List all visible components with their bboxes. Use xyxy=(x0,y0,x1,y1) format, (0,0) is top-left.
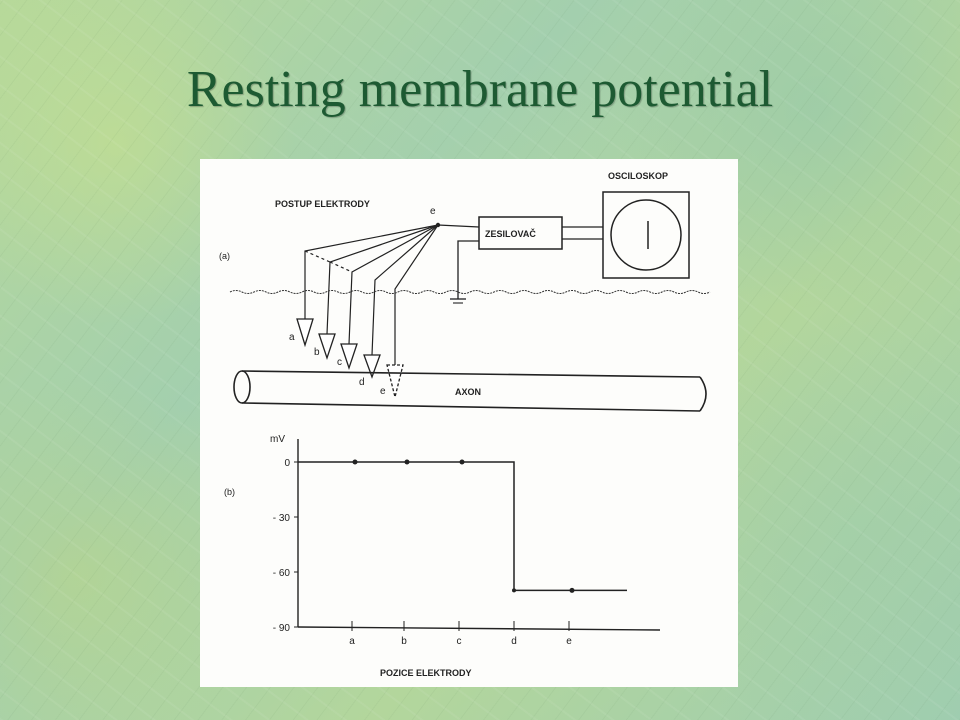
potential-chart: mV POZICE ELEKTRODY 0 - 30 - 60 - 90 a b c d e xyxy=(270,434,661,678)
label-panel-b: (b) xyxy=(224,487,235,497)
oscilloscope-screen xyxy=(610,199,682,271)
electrode-link-ab xyxy=(304,250,331,263)
label-panel-a: (a) xyxy=(219,251,230,261)
series-line xyxy=(298,461,627,592)
oscilloscope-box xyxy=(602,191,690,279)
axon-top-edge xyxy=(241,370,701,378)
y-axis-title: mV xyxy=(270,434,285,445)
label-amplifier: ZESILOVAČ xyxy=(485,228,536,239)
x-tick-label-b: b xyxy=(401,636,407,647)
data-point-a xyxy=(352,459,358,465)
amplifier-box xyxy=(478,216,563,250)
y-tick-label-1: - 30 xyxy=(273,513,291,524)
label-oscilloscope: OSCILOSKOP xyxy=(608,171,668,181)
data-point-e xyxy=(569,587,575,593)
electrode-paths xyxy=(304,224,439,365)
ground-wire xyxy=(457,240,479,299)
x-axis xyxy=(297,626,661,631)
electrode-label-b: b xyxy=(314,347,320,358)
electrode-tip-e xyxy=(386,364,404,398)
electrode-link-bc xyxy=(329,261,353,273)
x-axis-title: POZICE ELEKTRODY xyxy=(380,668,472,678)
wire-electrode-amp xyxy=(437,224,480,228)
axon-bottom-edge xyxy=(241,402,701,412)
x-tick-label-e: e xyxy=(566,636,572,647)
electrode-tip-d xyxy=(363,354,381,379)
axon-end-left xyxy=(233,370,251,404)
figure-svg: POSTUP ELEKTRODY (a) e OSCILOSKOP ZESILO… xyxy=(219,171,711,678)
x-tick-label-a: a xyxy=(349,636,355,647)
data-point-d xyxy=(512,588,516,593)
electrode-tip-c xyxy=(340,343,358,371)
y-tick-label-3: - 90 xyxy=(273,623,291,634)
electrode-label-d: d xyxy=(359,377,365,388)
electrode-path-b xyxy=(326,224,439,335)
x-tick-label-d: d xyxy=(511,636,517,647)
electrode-path-e xyxy=(394,224,439,365)
electrode-path-c xyxy=(348,224,439,345)
electrode-path-a xyxy=(304,224,439,319)
axon-end-right xyxy=(699,376,707,412)
electrode-path-d xyxy=(371,224,439,356)
fluid-surface xyxy=(229,290,711,294)
electrode-label-e: e xyxy=(380,386,386,397)
figure-scan: POSTUP ELEKTRODY (a) e OSCILOSKOP ZESILO… xyxy=(200,159,738,687)
electrode-label-c: c xyxy=(337,357,342,368)
label-axon: AXON xyxy=(455,387,481,397)
data-point-c xyxy=(459,459,465,465)
electrode-label-a: a xyxy=(289,332,295,343)
x-tick-label-c: c xyxy=(457,636,462,647)
label-postup: POSTUP ELEKTRODY xyxy=(275,199,370,209)
electrode-tip-b xyxy=(318,333,336,361)
y-tick-label-2: - 60 xyxy=(273,568,291,579)
label-electrode-top: e xyxy=(430,206,436,217)
electrode-tip-a xyxy=(296,318,314,348)
data-point-b xyxy=(404,459,410,465)
y-tick-label-0: 0 xyxy=(284,458,290,469)
slide-title: Resting membrane potential xyxy=(186,61,774,118)
